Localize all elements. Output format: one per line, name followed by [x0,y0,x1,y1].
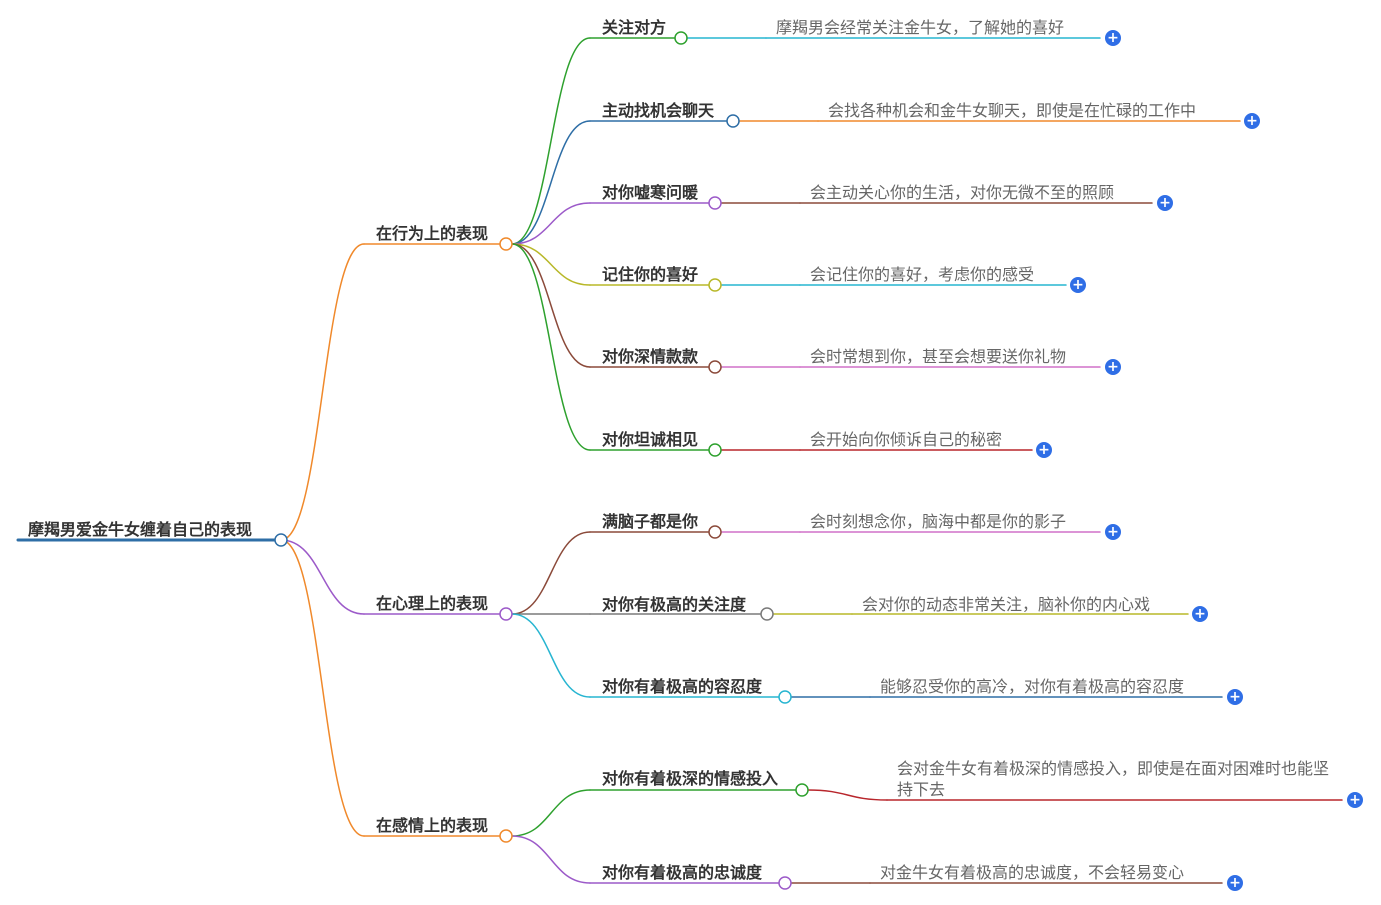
leaf-topic: 对你有极高的关注度 [602,595,747,614]
leaf-topic: 对你有着极高的忠诚度 [602,863,763,882]
description-text: 会找各种机会和金牛女聊天，即使是在忙碌的工作中 [828,101,1197,120]
leaf-topic: 满脑子都是你 [602,512,699,531]
collapse-toggle[interactable] [708,278,722,292]
expand-plus-icon[interactable]: + [1105,359,1121,375]
leaf-connector [511,120,591,245]
branch-topic: 在感情上的表现 [376,816,489,835]
branch-connector [280,243,365,541]
expand-plus-icon[interactable]: + [1036,442,1052,458]
branch-collapse-toggle[interactable] [499,829,513,843]
root-collapse-toggle[interactable] [274,533,288,547]
branch-connector [280,539,365,615]
branch-collapse-toggle[interactable] [499,607,513,621]
leaf-connector [511,243,591,286]
leaf-topic: 对你嘘寒问暖 [602,183,699,202]
expand-plus-icon[interactable]: + [1227,689,1243,705]
description-text: 摩羯男会经常关注金牛女，了解她的喜好 [776,18,1065,37]
expand-plus-icon[interactable]: + [1227,875,1243,891]
collapse-toggle[interactable] [708,443,722,457]
expand-plus-icon[interactable]: + [1192,606,1208,622]
root-topic: 摩羯男爱金牛女缠着自己的表现 [28,520,253,539]
leaf-connector [511,835,591,884]
leaf-connector [511,789,591,837]
leaf-topic: 关注对方 [602,18,667,37]
leaf-connector [511,243,591,451]
desc-connector [807,789,888,801]
leaf-connector [511,613,591,698]
leaf-topic: 对你坦诚相见 [602,430,699,449]
collapse-toggle[interactable] [726,114,740,128]
collapse-toggle[interactable] [795,783,809,797]
leaf-topic: 对你有着极高的容忍度 [602,677,763,696]
description-text: 会对你的动态非常关注，脑补你的内心戏 [862,595,1151,614]
description-text: 会时常想到你，甚至会想要送你礼物 [810,347,1067,366]
leaf-connector [511,243,591,368]
collapse-toggle[interactable] [760,607,774,621]
expand-plus-icon[interactable]: + [1347,792,1363,808]
description-text: 会时刻想念你，脑海中都是你的影子 [810,512,1067,531]
description-text: 会记住你的喜好，考虑你的感受 [810,265,1035,284]
leaf-topic: 记住你的喜好 [602,265,699,284]
description-text: 会主动关心你的生活，对你无微不至的照顾 [810,183,1115,202]
leaf-topic: 对你有着极深的情感投入 [602,769,779,788]
description-text: 能够忍受你的高冷，对你有着极高的容忍度 [880,677,1185,696]
collapse-toggle[interactable] [778,876,792,890]
collapse-toggle[interactable] [708,525,722,539]
description-text: 会开始向你倾诉自己的秘密 [810,430,1003,449]
description-text: 对金牛女有着极高的忠诚度，不会轻易变心 [880,863,1185,882]
expand-plus-icon[interactable]: + [1105,30,1121,46]
leaf-connector [511,37,591,245]
branch-collapse-toggle[interactable] [499,237,513,251]
leaf-topic: 主动找机会聊天 [602,101,715,120]
expand-plus-icon[interactable]: + [1105,524,1121,540]
collapse-toggle[interactable] [708,360,722,374]
collapse-toggle[interactable] [778,690,792,704]
leaf-connector [511,202,591,245]
branch-topic: 在心理上的表现 [376,594,489,613]
branch-connector [280,539,365,837]
collapse-toggle[interactable] [708,196,722,210]
leaf-topic: 对你深情款款 [602,347,699,366]
description-text: 会对金牛女有着极深的情感投入，即使是在面对困难时也能坚持下去 [897,759,1330,799]
expand-plus-icon[interactable]: + [1070,277,1086,293]
expand-plus-icon[interactable]: + [1244,113,1260,129]
collapse-toggle[interactable] [674,31,688,45]
expand-plus-icon[interactable]: + [1157,195,1173,211]
branch-topic: 在行为上的表现 [376,224,489,243]
leaf-connector [511,531,591,615]
